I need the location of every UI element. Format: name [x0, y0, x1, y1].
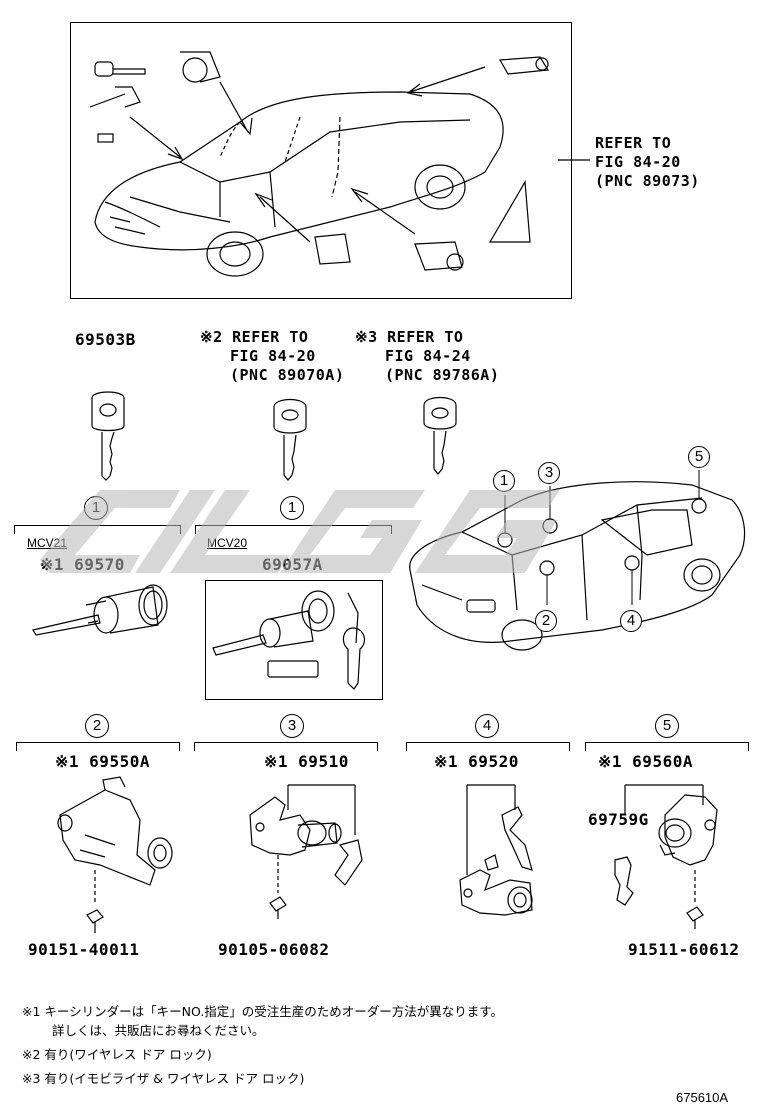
bracket-group-5: [585, 742, 749, 751]
car-callout-2: 2: [535, 610, 557, 632]
bracket-group-4: [406, 742, 570, 751]
overview-refer-line1: REFER TO: [595, 134, 672, 152]
callout-1-right: 1: [280, 496, 304, 520]
callout-5-group: 5: [655, 714, 679, 738]
bolt-90151-40011[interactable]: 90151-40011: [28, 940, 140, 959]
bracket-mcv20: [195, 525, 392, 534]
note-3: ※3 有り(イモビライザ & ワイヤレス ドア ロック): [22, 1071, 305, 1086]
immobilizer-key-icon: [423, 396, 457, 475]
back-door-lock-cylinder-icon: [614, 784, 718, 929]
overview-refer-line2: FIG 84-20: [595, 153, 681, 171]
wireless-key-icon: [273, 398, 307, 481]
note-1-line1: ※1 キーシリンダーは「キーNO.指定」の受注生産のためオーダー方法が異なります…: [22, 1004, 504, 1019]
car-callout-4: 4: [620, 610, 642, 632]
car-callout-3: 3: [538, 462, 560, 484]
ref3-line1: ※3 REFER TO: [355, 328, 464, 346]
lock-location-car-illustration: [409, 470, 746, 651]
part-number-69057a[interactable]: 69057A: [262, 555, 323, 574]
label-mcv21: MCV21: [27, 536, 68, 550]
part-number-69570[interactable]: ※1 69570: [40, 555, 125, 574]
ignition-assembly-icon: [212, 590, 366, 690]
bracket-mcv21: [14, 525, 181, 534]
part-number-69520[interactable]: ※1 69520: [434, 752, 519, 771]
ref3-line3: (PNC 89786A): [385, 366, 500, 384]
ref2-line1: ※2 REFER TO: [200, 328, 309, 346]
car-callout-5: 5: [688, 446, 710, 468]
key-icon: [91, 391, 125, 481]
ref2-line2: FIG 84-20: [230, 347, 316, 365]
car-callout-1: 1: [493, 470, 515, 492]
label-mcv20: MCV20: [207, 536, 248, 550]
callout-1-left: 1: [84, 496, 108, 520]
ignition-cylinder-icon: [32, 584, 168, 636]
door-lock-cylinder-rear-icon: [459, 784, 533, 916]
door-lock-cylinder-icon: [57, 776, 173, 933]
part-number-69503b[interactable]: 69503B: [75, 330, 136, 349]
note-1-line2: 詳しくは、共販店にお尋ねください。: [52, 1023, 265, 1038]
overview-refer-line3: (PNC 89073): [595, 172, 700, 190]
bolt-90105-06082[interactable]: 90105-06082: [218, 940, 330, 959]
trunk-lock-cylinder-icon: [249, 784, 363, 919]
bracket-group-3: [194, 742, 378, 751]
callout-2-group: 2: [85, 714, 109, 738]
part-number-69550a[interactable]: ※1 69550A: [55, 752, 150, 771]
overview-leader-line: [558, 159, 590, 161]
note-2: ※2 有り(ワイヤレス ドア ロック): [22, 1047, 212, 1062]
part-number-69510[interactable]: ※1 69510: [264, 752, 349, 771]
part-number-69560a[interactable]: ※1 69560A: [598, 752, 693, 771]
part-number-69759g[interactable]: 69759G: [588, 810, 649, 829]
bracket-group-2: [16, 742, 180, 751]
ref3-line2: FIG 84-24: [385, 347, 471, 365]
callout-4-group: 4: [475, 714, 499, 738]
bolt-91511-60612[interactable]: 91511-60612: [628, 940, 740, 959]
ref2-line3: (PNC 89070A): [230, 366, 345, 384]
callout-3-group: 3: [280, 714, 304, 738]
overview-car-illustration: [89, 51, 550, 277]
mcv20-assembly-box: [205, 580, 383, 700]
diagram-code: 675610A: [676, 1090, 729, 1105]
